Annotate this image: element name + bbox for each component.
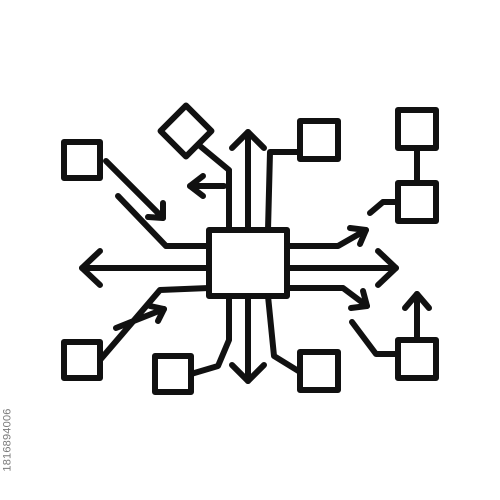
node-box-bottom-left xyxy=(61,339,103,381)
diagonal-arrow-right-upper xyxy=(284,225,369,249)
node-box-bottom-right xyxy=(395,337,439,381)
node-box-far-right-middle xyxy=(395,180,439,224)
node-box-top-center-right xyxy=(297,118,341,162)
down-arrow xyxy=(229,293,267,384)
small-left-arrow xyxy=(187,173,227,199)
up-arrow xyxy=(229,129,267,233)
connector-line-diamond xyxy=(197,143,232,233)
left-arrow xyxy=(79,248,212,288)
connector-line-top-right xyxy=(265,149,303,233)
diagonal-arrow-right-lower xyxy=(284,285,370,311)
connector-line-bottom-right xyxy=(349,319,401,357)
dashed-connector-far-right xyxy=(367,199,401,216)
node-box-far-right-top xyxy=(395,107,439,151)
connector-line-bottom-center-left xyxy=(188,293,232,377)
connector-line-bottom-left xyxy=(97,285,212,363)
diagonal-arrow-bottom-left xyxy=(113,303,167,331)
right-arrow xyxy=(284,248,399,288)
connector-line-top-left xyxy=(115,193,212,249)
node-box-bottom-center-left xyxy=(152,353,194,395)
connector-line-bottom-center-right xyxy=(265,293,303,375)
diagonal-arrow-top-left xyxy=(103,158,166,221)
central-hub-square xyxy=(206,227,290,299)
node-box-bottom-center-right xyxy=(297,349,341,393)
small-up-arrow xyxy=(402,291,432,343)
node-box-top-left xyxy=(61,139,103,181)
